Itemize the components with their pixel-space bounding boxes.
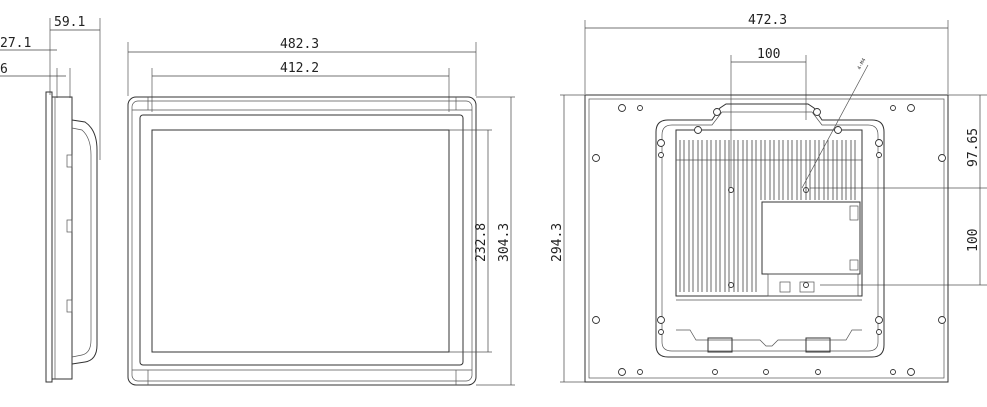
rear-outer-width-label: 472.3 <box>748 13 787 28</box>
rear-outer-height-label: 294.3 <box>550 223 565 262</box>
side-depth-label: 59.1 <box>54 15 85 30</box>
rear-offset-top-label: 97.65 <box>966 128 981 167</box>
side-view: 59.1 27.1 6 <box>0 15 101 383</box>
side-frame-label: 27.1 <box>0 36 31 51</box>
rear-vesa-vertical-label: 100 <box>966 229 981 252</box>
front-view: 482.3 412.2 232.8 304.3 <box>127 37 515 386</box>
front-inner-width-label: 412.2 <box>280 61 319 76</box>
rear-leader-note: 4-M4 <box>856 57 867 70</box>
frame-mounting-holes <box>592 104 946 376</box>
rear-vesa-horizontal-label: 100 <box>757 47 780 62</box>
front-outer-height-label: 304.3 <box>497 223 512 262</box>
front-outer-width-label: 482.3 <box>280 37 319 52</box>
side-bezel-label: 6 <box>0 62 8 77</box>
heatsink-fins <box>676 140 862 292</box>
rear-view: 472.3 100 294.3 97.65 100 <box>550 13 987 383</box>
front-display-height-label: 232.8 <box>474 223 489 262</box>
